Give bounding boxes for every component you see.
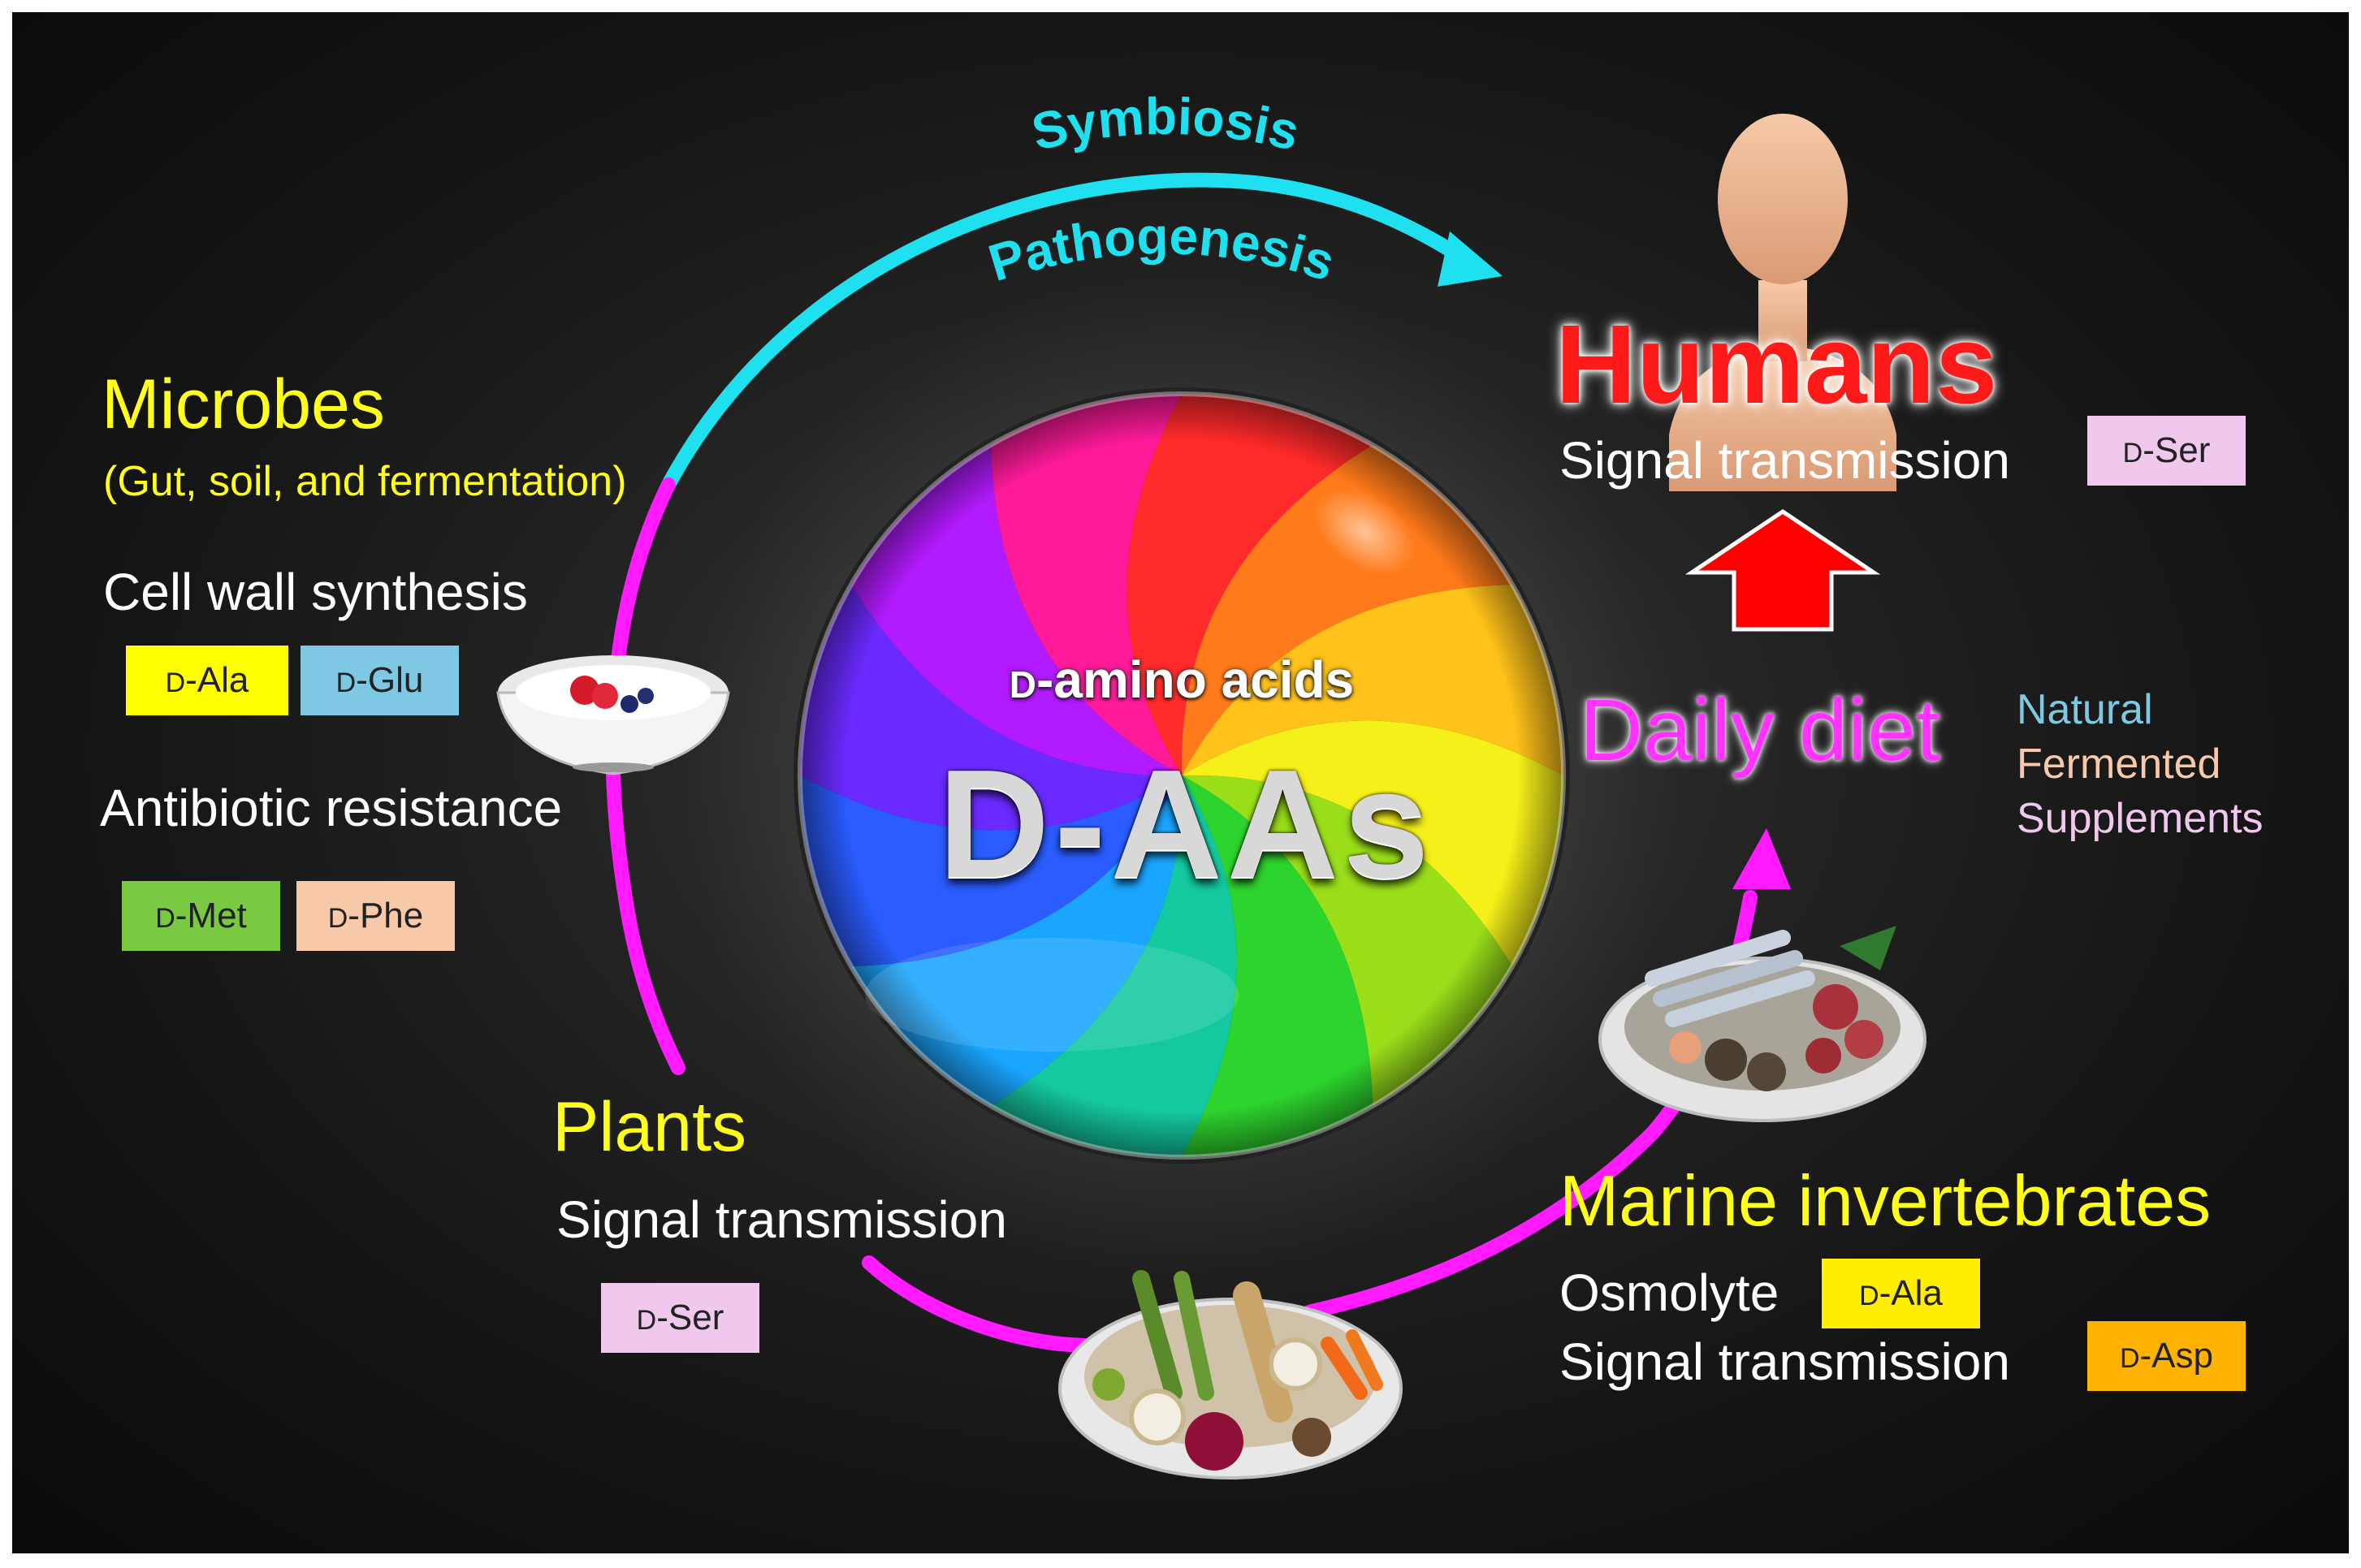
diet-item-supplements: Supplements bbox=[2017, 795, 2264, 842]
osmolyte-label: Osmolyte bbox=[1559, 1263, 1779, 1322]
tag-d-asp: D-Asp bbox=[2087, 1321, 2246, 1391]
center-subtitle: D-amino acids bbox=[1009, 650, 1355, 709]
arc-labels-layer: Symbiosis Pathogenesis bbox=[982, 87, 1342, 292]
microbes-subtitle: (Gut, soil, and fermentation) bbox=[103, 458, 627, 505]
symbiosis-arc bbox=[661, 172, 1473, 492]
center-main-title: D-AAs bbox=[938, 738, 1434, 910]
plants-signal-label: Signal transmission bbox=[556, 1190, 1007, 1249]
diet-item-natural: Natural bbox=[2017, 686, 2153, 733]
pathogenesis-label: Pathogenesis bbox=[982, 206, 1342, 292]
humans-signal-label: Signal transmission bbox=[1559, 431, 2010, 490]
vegetable-plate-image bbox=[1058, 1270, 1403, 1479]
tag-d-met: D-Met bbox=[122, 881, 280, 951]
marine-signal-label: Signal transmission bbox=[1559, 1333, 2010, 1391]
microbes-magenta-arc bbox=[605, 477, 685, 1075]
diet-arrowhead bbox=[1732, 828, 1791, 889]
humans-title: Humans bbox=[1555, 302, 1998, 427]
human-bust-image bbox=[1669, 114, 1896, 491]
symbiosis-arrowhead bbox=[1438, 231, 1503, 287]
symbiosis-label: Symbiosis bbox=[1027, 87, 1305, 162]
seafood-plate-image bbox=[1598, 926, 1926, 1122]
diagram-graphics bbox=[496, 114, 1926, 1479]
antibiotic-label: Antibiotic resistance bbox=[100, 779, 563, 837]
tag-d-ala-marine: D-Ala bbox=[1822, 1259, 1980, 1328]
cell-wall-label: Cell wall synthesis bbox=[103, 563, 528, 621]
red-up-arrow bbox=[1684, 508, 1881, 632]
tag-d-glu: D-Glu bbox=[301, 646, 459, 715]
daily-diet-title: Daily diet bbox=[1580, 680, 1941, 779]
marine-title: Marine invertebrates bbox=[1559, 1160, 2212, 1241]
tag-d-ser-humans: D-Ser bbox=[2087, 416, 2246, 486]
tag-d-phe: D-Phe bbox=[296, 881, 455, 951]
yogurt-bowl-image bbox=[496, 655, 730, 775]
diet-item-fermented: Fermented bbox=[2017, 741, 2221, 788]
rainbow-sphere bbox=[793, 387, 1570, 1164]
tag-d-ser-plants: D-Ser bbox=[601, 1283, 759, 1353]
microbes-title: Microbes bbox=[102, 365, 385, 443]
plants-title: Plants bbox=[552, 1088, 747, 1166]
dark-background-panel: Symbiosis Pathogenesis D-amino acids D-A… bbox=[12, 12, 2349, 1553]
tag-d-ala-microbes: D-Ala bbox=[126, 646, 288, 715]
